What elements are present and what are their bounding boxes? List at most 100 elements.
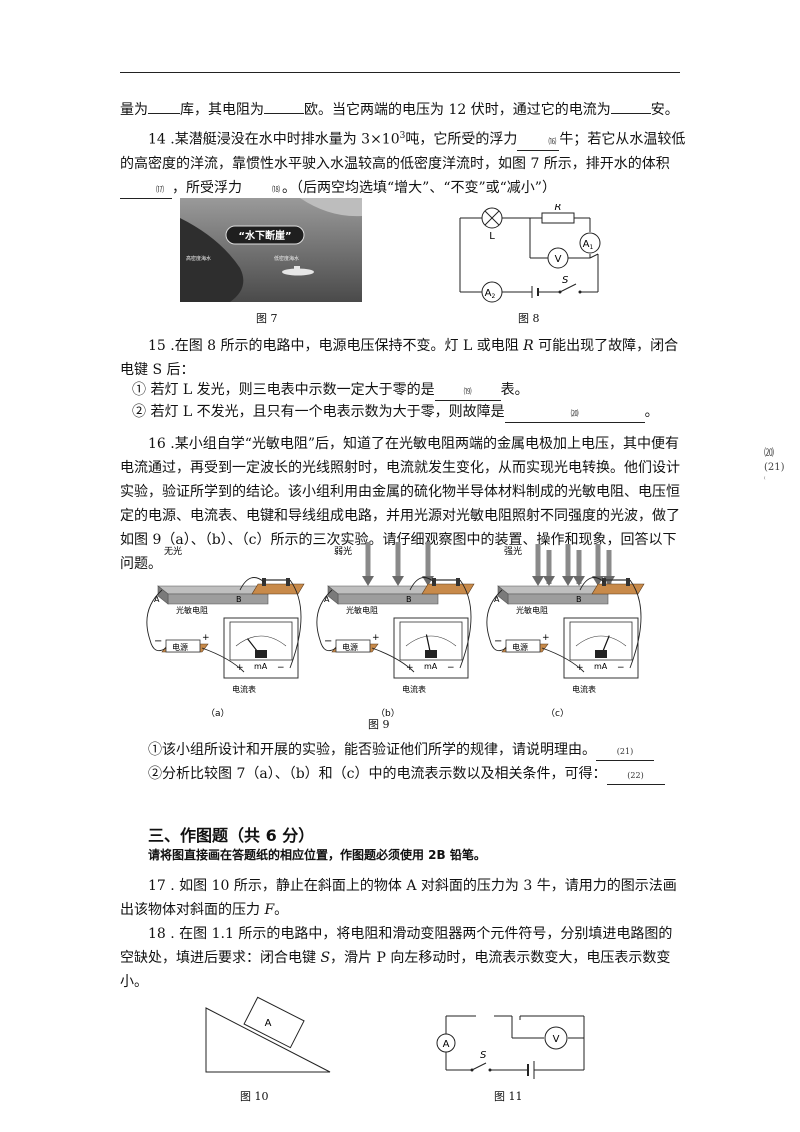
- switch-board: [421, 583, 475, 595]
- light-arrow: [592, 544, 604, 586]
- blank[interactable]: [610, 99, 651, 114]
- power-label: 电源: [512, 642, 528, 652]
- panel-sub-label: （a）: [206, 708, 230, 719]
- question-14: 14 .某潜艇浸没在水中时排水量为 3×103吨，它所受的浮力⒃牛；若它从水温较…: [120, 124, 686, 200]
- figure-7-photo: “水下断崖” 高密度海水 低密度海水: [180, 198, 362, 302]
- meter-unit: mA: [254, 662, 268, 671]
- photoresistor-front: [167, 593, 269, 605]
- margin-note-20: ⒇: [764, 448, 774, 459]
- blank-22[interactable]: (22): [606, 770, 665, 785]
- switch-board: [251, 583, 305, 595]
- fig11-caption: 图 11: [494, 1090, 523, 1103]
- header-rule: [120, 72, 680, 73]
- margin-note-21: (21): [764, 462, 785, 473]
- photoresistor-label: 光敏电阻: [516, 605, 548, 615]
- figure-8-circuit: L R A1 V A2 S: [459, 204, 601, 303]
- photoresistor-label: 光敏电阻: [176, 605, 208, 615]
- electrode-a-label: A: [324, 595, 330, 604]
- power-label: 电源: [342, 642, 358, 652]
- fig7-caption: 图 7: [256, 312, 278, 325]
- meter-minus: −: [277, 663, 285, 673]
- fig7-title: “水下断崖”: [238, 229, 291, 242]
- fig8-resistor-label: R: [555, 204, 562, 213]
- electrode-a-label: A: [494, 595, 500, 604]
- fig8-a2-label: A2: [485, 288, 496, 300]
- q16-sub-1: ①该小组所设计和开展的实验，能否验证他们所学的规律，请说明理由。(21): [148, 738, 714, 762]
- power-source: [165, 639, 201, 653]
- question-18: 18 . 在图 1.1 所示的电路中，将电阻和滑动变阻器两个元件符号，分别填进电…: [120, 926, 673, 990]
- question-16: 16 .某小组自学“光敏电阻”后，知道了在光敏电阻两端的金属电极加上电压，其中便…: [120, 436, 680, 572]
- light-arrow: [532, 544, 544, 586]
- fig8-lamp-label: L: [489, 231, 495, 242]
- question-15: 15 .在图 8 所示的电路中，电源电压保持不变。灯 L 或电阻 R 可能出现了…: [120, 338, 679, 378]
- light-arrow: [562, 544, 574, 586]
- photoresistor-top: [157, 585, 269, 595]
- blank[interactable]: [148, 99, 180, 114]
- meter-minus: −: [617, 663, 625, 673]
- blank-20[interactable]: ⒇: [504, 408, 645, 423]
- light-arrow: [362, 542, 374, 586]
- blank[interactable]: [264, 99, 304, 114]
- section-3-note: 请将图直接画在答题纸的相应位置，作图题必须使用 2B 铅笔。: [148, 848, 486, 862]
- blank-18[interactable]: ⒅: [242, 184, 282, 199]
- q15-item-1: ① 若灯 L 发光，则三电表中示数一定大于零的是⒆表。: [132, 378, 698, 402]
- electrode-b-label: B: [236, 595, 242, 604]
- fig7-right-label: 低密度海水: [274, 255, 299, 262]
- q16-sub-2: ②分析比较图 7（a）、（b）和（c）中的电流表示数以及相关条件，可得：(22): [148, 762, 714, 786]
- light-arrow: [392, 542, 404, 586]
- fig8-switch-label: S: [562, 275, 569, 286]
- fig8-a1-label: A1: [583, 239, 594, 251]
- fig11-switch-label: S: [480, 1050, 487, 1061]
- section-3-title: 三、作图题（共 6 分）: [148, 826, 315, 845]
- fig8-caption: 图 8: [518, 312, 540, 325]
- photoresistor-top: [497, 585, 609, 595]
- power-source: [335, 639, 371, 653]
- blank-16[interactable]: ⒃: [517, 136, 560, 151]
- electrode-a-label: A: [154, 595, 160, 604]
- power-source: [505, 639, 541, 653]
- photoresistor-front: [337, 593, 439, 605]
- submarine-icon: [282, 266, 314, 276]
- figure-10-incline: A: [205, 996, 331, 1073]
- light-label: 强光: [504, 545, 522, 557]
- light-arrow: [543, 550, 555, 586]
- photoresistor-top: [327, 585, 439, 595]
- meter-unit: mA: [424, 662, 438, 671]
- q13-tail: 量为库，其电阻为欧。当它两端的电压为 12 伏时，通过它的电流为安。: [120, 98, 686, 122]
- fig9-caption: 图 9: [368, 718, 390, 731]
- margin-note-dot: ⁽: [764, 476, 766, 483]
- electrode-b-label: B: [576, 595, 582, 604]
- blank-17[interactable]: ⒄: [120, 184, 172, 199]
- light-label: 弱光: [334, 545, 352, 557]
- power-label: 电源: [172, 642, 188, 652]
- electrode-b-label: B: [406, 595, 412, 604]
- light-label: 无光: [164, 545, 182, 557]
- block-a-label: A: [265, 1018, 272, 1029]
- plus-sign: +: [372, 633, 380, 643]
- q15-item-2: ② 若灯 L 不发光，且只有一个电表示数为大于零，则故障是⒇。: [132, 400, 698, 424]
- meter-minus: −: [447, 663, 455, 673]
- question-17: 17 . 如图 10 所示，静止在斜面上的物体 A 对斜面的压力为 3 牛，请用…: [120, 878, 677, 918]
- fig11-voltmeter-label: V: [553, 1034, 560, 1045]
- meter-unit: mA: [594, 662, 608, 671]
- panel-sub-label: （b）: [376, 708, 400, 719]
- blank-19[interactable]: ⒆: [434, 386, 501, 401]
- ammeter-label: 电流表: [402, 684, 426, 694]
- fig11-ammeter-label: A: [443, 1039, 450, 1050]
- light-arrow: [422, 542, 434, 586]
- photoresistor-label: 光敏电阻: [346, 605, 378, 615]
- plus-sign: +: [542, 633, 550, 643]
- photoresistor-front: [507, 593, 609, 605]
- figure-11-circuit: A V S: [436, 1015, 585, 1079]
- fig10-caption: 图 10: [240, 1090, 269, 1103]
- ammeter-label: 电流表: [572, 684, 596, 694]
- fig7-left-label: 高密度海水: [186, 255, 211, 262]
- light-arrow: [573, 550, 585, 586]
- minus-sign: −: [154, 636, 162, 647]
- panel-sub-label: （c）: [546, 708, 569, 719]
- blank-21[interactable]: (21): [596, 746, 654, 761]
- fig8-v-label: V: [555, 254, 562, 265]
